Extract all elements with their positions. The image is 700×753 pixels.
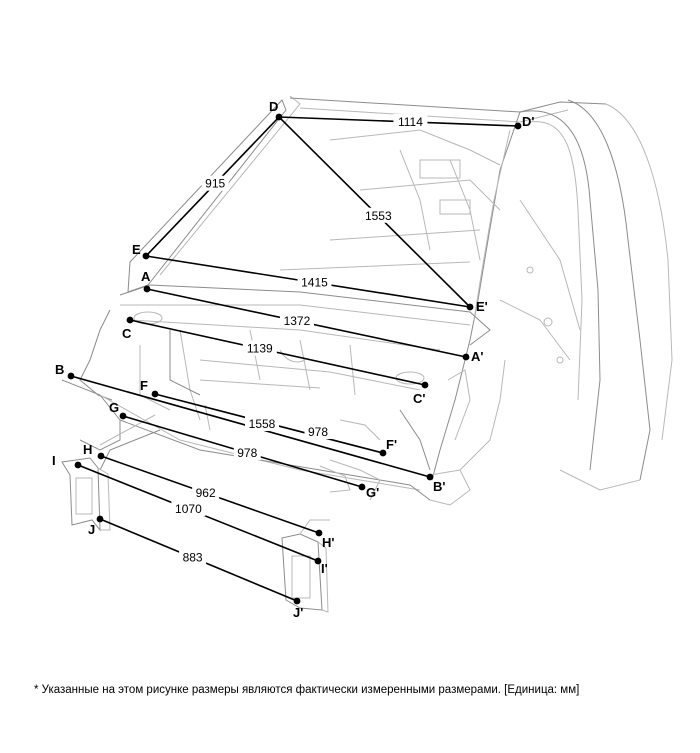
point-label-e-prime: E': [476, 299, 488, 314]
point-label-i-prime: I': [321, 561, 328, 576]
point-dot-c: [126, 316, 134, 324]
dimension-label-d-eprime: 1553: [361, 207, 396, 223]
dimension-label-background: [201, 175, 229, 191]
point-label-b-prime: B': [433, 479, 445, 494]
measurement-point-labels: A A' B B' C C' D D' E E' F F' G G' H H' I I' J J': [52, 99, 534, 620]
point-dot-d: [275, 113, 283, 121]
dimension-value: 883: [183, 551, 203, 565]
point-label-b: B: [55, 362, 64, 377]
point-dot-e-prime: [466, 303, 474, 311]
point-label-j-prime: J': [293, 605, 303, 620]
point-label-h-prime: H': [322, 535, 334, 550]
point-dot-h-prime: [315, 529, 323, 537]
measurement-points: [67, 113, 522, 605]
footnote: * Указанные на этом рисунке размеры явля…: [34, 684, 580, 696]
point-dot-i-prime: [314, 557, 322, 565]
point-label-d: D: [269, 99, 278, 114]
point-label-a: A: [141, 269, 151, 284]
dimension-label-d-e: 915: [201, 175, 229, 191]
dimension-label-background: [304, 424, 332, 439]
point-dot-d-prime: [514, 122, 522, 130]
dimension-label-background: [192, 484, 220, 500]
dimension-label-background: [179, 549, 207, 565]
point-dot-j-prime: [293, 597, 301, 605]
point-label-h: H: [83, 442, 92, 457]
dimension-label-background: [361, 207, 396, 223]
dimension-value: 1139: [247, 342, 273, 356]
dimension-label-background: [279, 312, 314, 328]
measure-line-c-cprime: [129, 319, 426, 386]
point-label-c-prime: C': [413, 391, 425, 406]
dimension-value: 1070: [175, 502, 202, 516]
point-dot-g-prime: [358, 483, 366, 491]
point-label-g: G: [109, 400, 119, 415]
point-label-i: I: [52, 453, 56, 468]
dimension-value: 1372: [284, 314, 311, 328]
point-dot-c-prime: [421, 381, 429, 389]
point-dot-f: [151, 390, 159, 398]
dimension-label-background: [245, 416, 279, 431]
point-dot-b: [67, 372, 75, 380]
dimension-value: 1558: [249, 417, 276, 431]
dimension-label-a-aprime: 1372: [279, 312, 314, 328]
dimension-label-background: [233, 444, 261, 460]
point-dot-f-prime: [379, 449, 387, 457]
point-dot-a: [143, 285, 151, 293]
point-label-c: C: [122, 326, 132, 341]
point-label-f: F: [140, 378, 148, 393]
dimension-value: 962: [196, 486, 216, 500]
point-label-j: J: [88, 522, 95, 537]
dimension-value: 978: [308, 425, 328, 439]
dimension-label-b-bprime: 1558: [245, 416, 279, 431]
dimension-label-background: [242, 340, 277, 356]
measurement-lines: [70, 116, 519, 602]
point-label-d-prime: D': [522, 114, 534, 129]
point-dot-e: [142, 252, 150, 260]
dimension-label-d-dprime: 1114: [393, 113, 428, 129]
dimension-label-h-hprime: 962: [192, 484, 220, 500]
point-dot-j: [96, 515, 104, 523]
dimension-label-background: [171, 501, 206, 517]
point-dot-g: [119, 412, 127, 420]
dimension-label-f-fprime: 978: [304, 424, 332, 439]
dimension-label-background: [297, 274, 332, 290]
dimension-value: 1114: [398, 115, 423, 129]
point-dot-b-prime: [426, 473, 434, 481]
dimension-label-e-eprime: 1415: [297, 274, 332, 290]
measurement-values: 1114 915 1553 1415 1372 1139 1558 978 978 962 1070…: [171, 113, 428, 565]
point-label-f-prime: F': [386, 437, 397, 452]
point-dot-h: [97, 452, 105, 460]
dimension-label-i-iprime: 1070: [171, 501, 206, 517]
dimension-label-j-jprime: 883: [179, 549, 207, 565]
dimension-label-background: [393, 113, 428, 129]
dimension-label-g-gprime: 978: [233, 444, 261, 460]
point-label-g-prime: G': [366, 485, 379, 500]
point-dot-a-prime: [462, 353, 470, 361]
point-dot-i: [74, 461, 82, 469]
dimension-label-c-cprime: 1139: [242, 340, 277, 356]
dimension-value: 915: [205, 177, 225, 191]
dimension-value: 978: [237, 446, 257, 460]
dimension-value: 1415: [301, 276, 328, 290]
car-body-structure-illustration: [61, 95, 673, 613]
dimension-value: 1553: [365, 209, 392, 223]
point-label-a-prime: A': [471, 349, 483, 364]
point-label-e: E: [132, 242, 141, 257]
